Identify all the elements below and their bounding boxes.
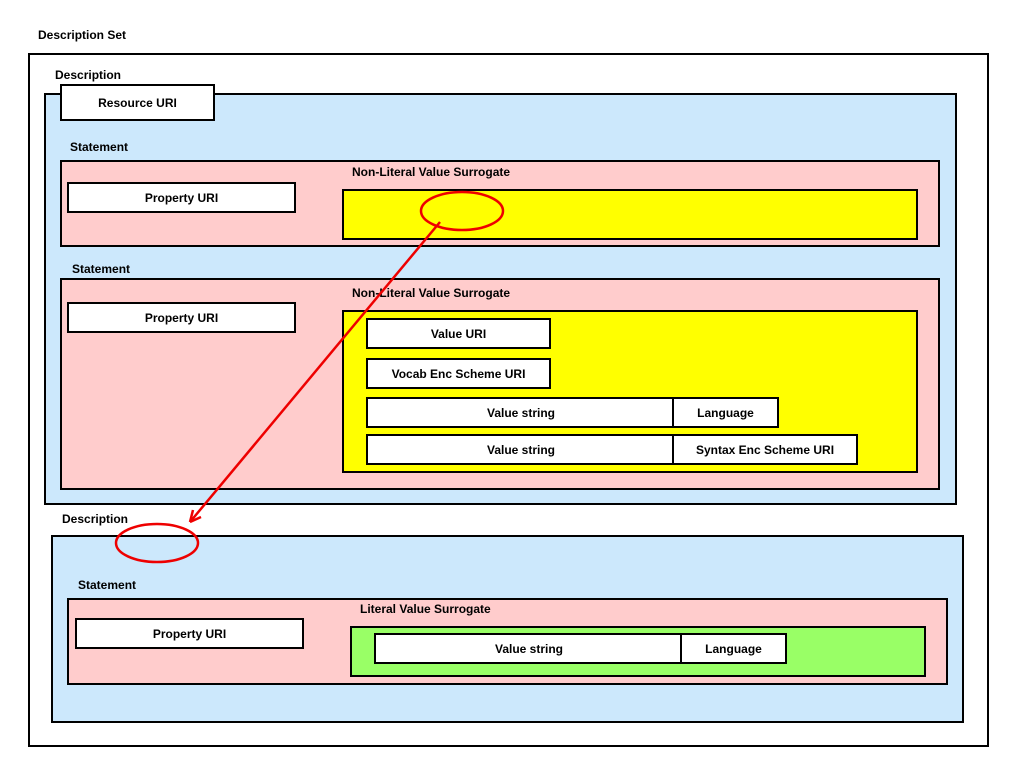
description-set-frame — [28, 53, 989, 747]
statement-2-surrogate-label: Non-Literal Value Surrogate — [352, 286, 511, 300]
statement-2-property-uri: Property URI — [67, 302, 296, 333]
language-field-1: Language — [672, 397, 779, 428]
description-set-label: Description Set — [38, 28, 127, 42]
value-uri-field: Value URI — [366, 318, 551, 349]
literal-surrogate-label: Literal Value Surrogate — [360, 602, 491, 616]
statement-3-property-uri: Property URI — [75, 618, 304, 649]
statement-1-property-uri: Property URI — [67, 182, 296, 213]
literal-value-string-field: Value string — [374, 633, 684, 664]
statement-1-non-literal-surrogate — [342, 189, 918, 240]
statement-1-surrogate-label: Non-Literal Value Surrogate — [352, 165, 511, 179]
description-1-label: Description — [55, 68, 122, 82]
value-string-field-2: Value string — [366, 434, 676, 465]
syntax-enc-scheme-uri-field: Syntax Enc Scheme URI — [672, 434, 858, 465]
statement-3-label: Statement — [78, 578, 137, 592]
statement-2-label: Statement — [72, 262, 131, 276]
value-string-field-1: Value string — [366, 397, 676, 428]
resource-uri-field: Resource URI — [60, 84, 215, 121]
description-2-label: Description — [62, 512, 129, 526]
literal-language-field: Language — [680, 633, 787, 664]
statement-1-label: Statement — [70, 140, 129, 154]
vocab-enc-scheme-uri-field: Vocab Enc Scheme URI — [366, 358, 551, 389]
